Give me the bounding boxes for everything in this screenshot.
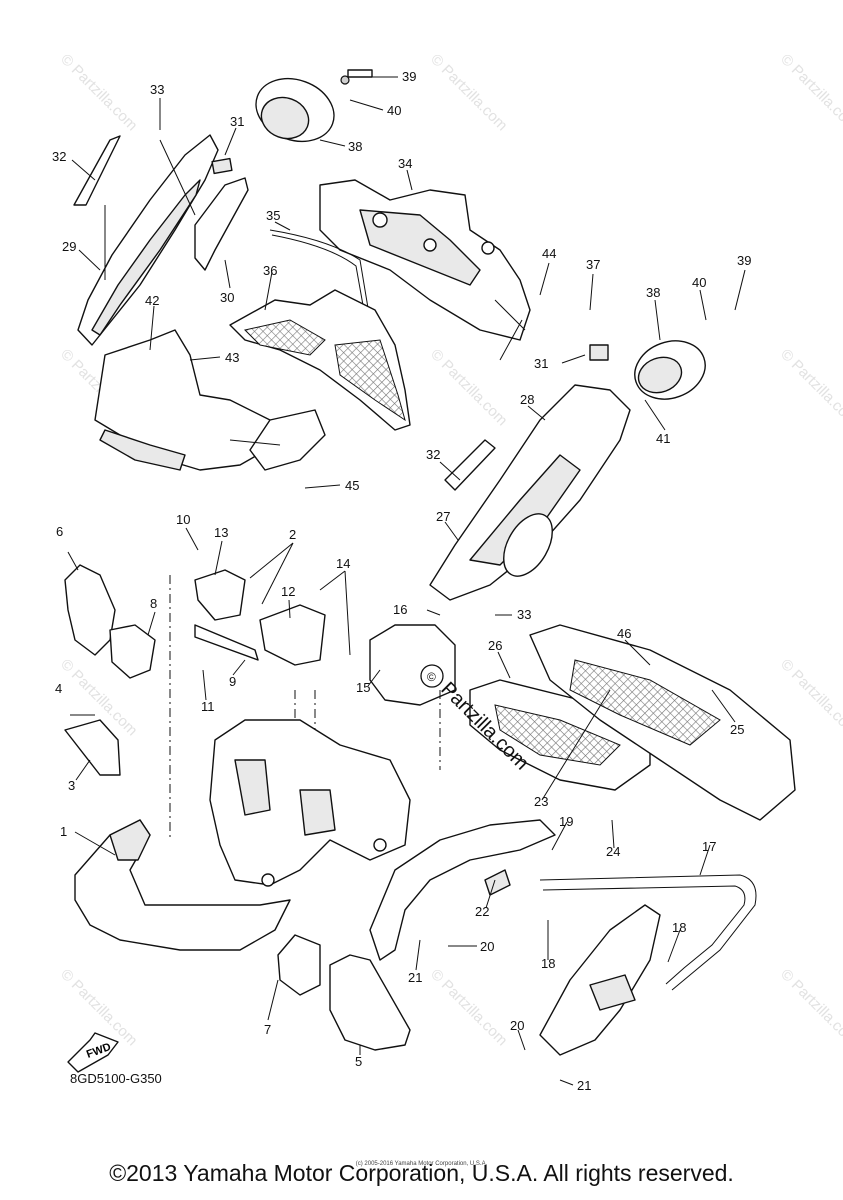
callout-label: 35: [266, 208, 280, 223]
callout-label: 32: [426, 447, 440, 462]
callout-label: 14: [336, 556, 350, 571]
callout-label: 28: [520, 392, 534, 407]
guard-group: [277, 934, 411, 1051]
callout-label: 33: [517, 607, 531, 622]
callout-label: 9: [229, 674, 236, 689]
air-duct-group: [94, 329, 326, 471]
callout-label: 39: [402, 69, 416, 84]
watermark: © Partzilla.com: [427, 51, 510, 134]
callout-label: 43: [225, 350, 239, 365]
callout-label: 41: [656, 431, 670, 446]
front-cowl-group: [74, 819, 291, 951]
watermark: © Partzilla.com: [777, 656, 843, 739]
copyright-notice: ©2013 Yamaha Motor Corporation, U.S.A. A…: [109, 1160, 734, 1186]
callout-label: 27: [436, 509, 450, 524]
callout-label: 25: [730, 722, 744, 737]
callout-label: 2: [289, 527, 296, 542]
callout-label: 20: [510, 1018, 524, 1033]
svg-text:©: ©: [427, 670, 436, 684]
callout-label: 31: [534, 356, 548, 371]
callout-label: 45: [345, 478, 359, 493]
callout-label: 34: [398, 156, 412, 171]
callout-label: 8: [150, 596, 157, 611]
callout-label: 29: [62, 239, 76, 254]
callout-label: 18: [541, 956, 555, 971]
callout-label: 33: [150, 82, 164, 97]
watermark: © Partzilla.com: [777, 51, 843, 134]
watermark: © Partzilla.com: [57, 51, 140, 134]
callout-layer: 33 31 32 29 39 40 38 34 35 36 30 42 43 4…: [52, 69, 751, 1093]
inner-panel-group: [229, 179, 531, 431]
callout-label: 7: [264, 1022, 271, 1037]
watermark: © Partzilla.com: [777, 966, 843, 1049]
callout-label: 17: [702, 839, 716, 854]
callout-label: 22: [475, 904, 489, 919]
callout-label: 11: [201, 699, 215, 714]
callout-label: 40: [387, 103, 401, 118]
left-side-cover-group: [73, 134, 249, 346]
callout-label: 21: [577, 1078, 591, 1093]
callout-label: 23: [534, 794, 548, 809]
callout-label: 38: [348, 139, 362, 154]
callout-label: 5: [355, 1054, 362, 1069]
callout-label: 18: [672, 920, 686, 935]
callout-label: 10: [176, 512, 190, 527]
bracket-group: [64, 564, 456, 860]
callout-label: 16: [393, 602, 407, 617]
callout-label: 20: [480, 939, 494, 954]
watermark: © Partzilla.com: [427, 346, 510, 429]
callout-label: 31: [230, 114, 244, 129]
callout-label: 42: [145, 293, 159, 308]
muffler-group: [429, 299, 706, 601]
callout-label: 3: [68, 778, 75, 793]
undercover-group: [469, 624, 796, 821]
callout-label: 40: [692, 275, 706, 290]
callout-label: 21: [408, 970, 422, 985]
callout-label: 24: [606, 844, 620, 859]
watermark: © Partzilla.com: [777, 346, 843, 429]
callout-label: 39: [737, 253, 751, 268]
callout-label: 32: [52, 149, 66, 164]
callout-label: 1: [60, 824, 67, 839]
tiny-credit: (c) 2005-2016 Yamaha Motor Corporation, …: [355, 1161, 488, 1167]
watermark: © Partzilla.com: [427, 966, 510, 1049]
callout-label: 46: [617, 626, 631, 641]
callout-label: 44: [542, 246, 556, 261]
rear-cowl-group: [369, 819, 757, 1056]
callout-label: 38: [646, 285, 660, 300]
callout-label: 19: [559, 814, 573, 829]
callout-label: 37: [586, 257, 600, 272]
callout-label: 12: [281, 584, 295, 599]
callout-label: 4: [55, 681, 62, 696]
callout-label: 26: [488, 638, 502, 653]
callout-label: 6: [56, 524, 63, 539]
diagram-code: 8GD5100-G350: [70, 1071, 162, 1086]
frame-group: [209, 719, 411, 887]
callout-label: 15: [356, 680, 370, 695]
callout-label: 30: [220, 290, 234, 305]
callout-label: 13: [214, 525, 228, 540]
duct-ring-top: [255, 69, 373, 143]
fwd-arrow: FWD: [67, 1032, 119, 1073]
callout-label: 36: [263, 263, 277, 278]
